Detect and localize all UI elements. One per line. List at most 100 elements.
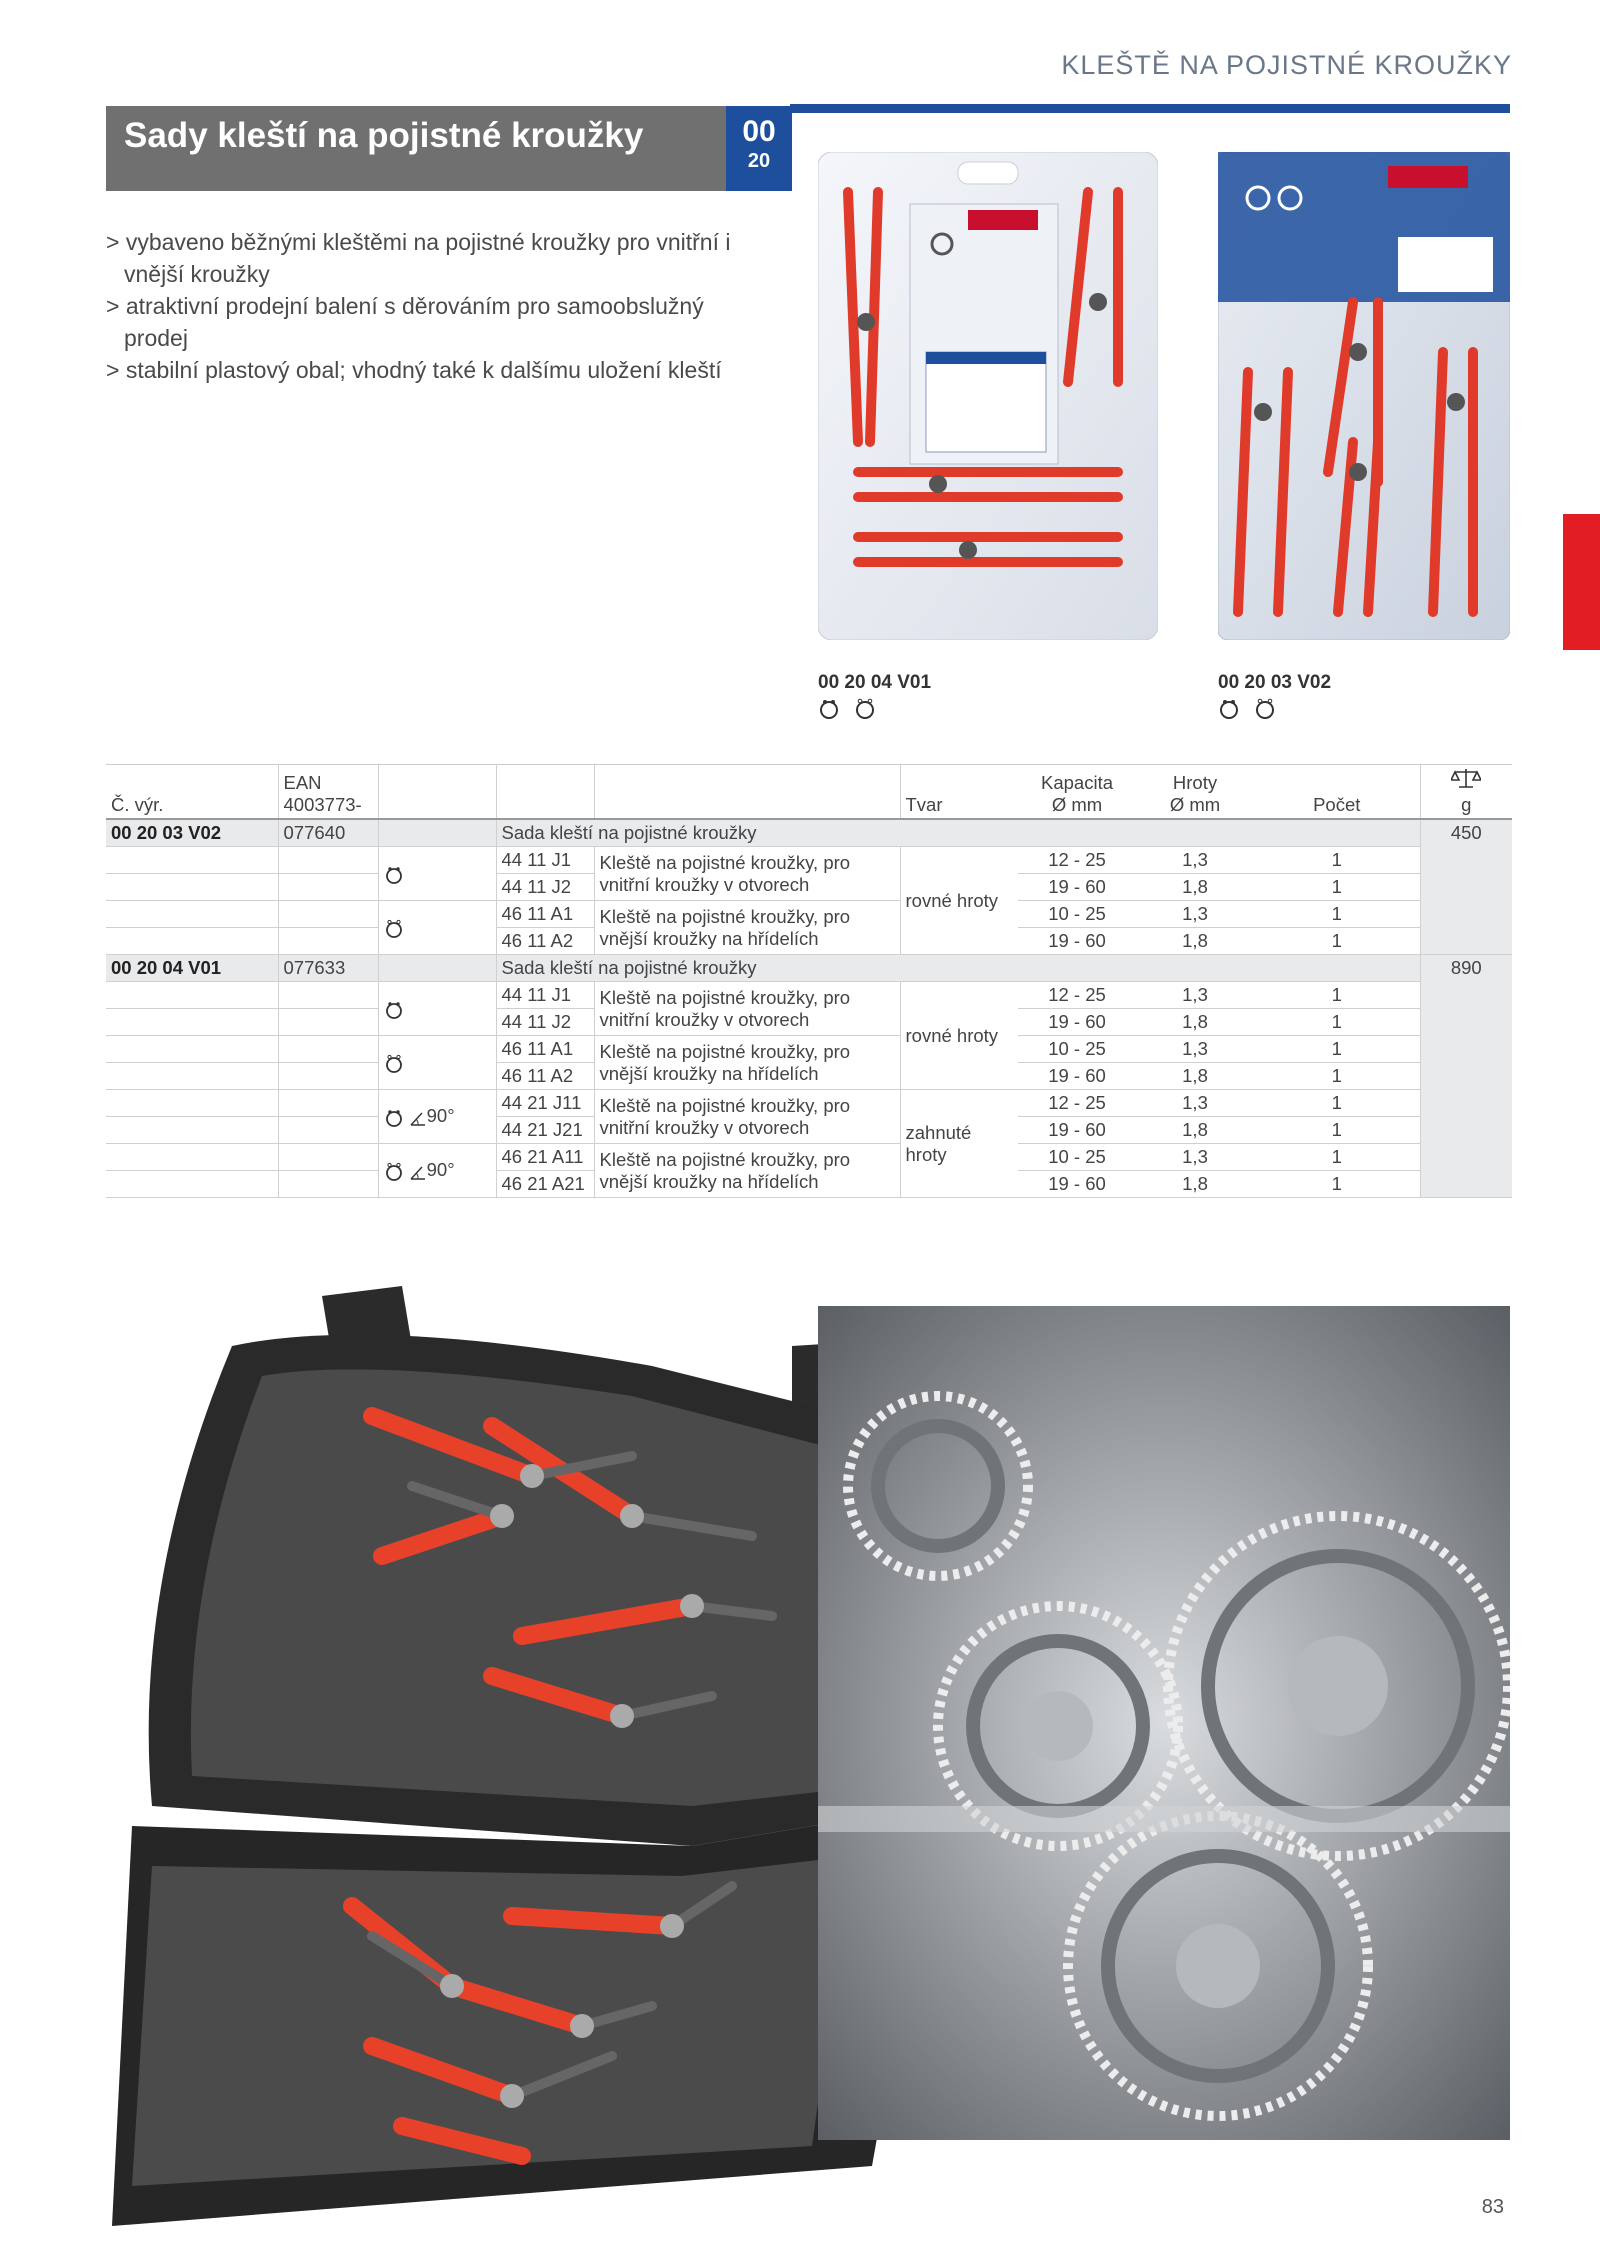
empty-cell [277, 1008, 378, 1036]
item-capacity: 19 - 60 [1018, 1170, 1136, 1198]
col-shape: Tvar [899, 764, 1018, 820]
empty-cell [277, 1035, 378, 1063]
item-capacity: 12 - 25 [1018, 1089, 1136, 1117]
empty-cell [106, 846, 278, 874]
empty-cell [106, 1143, 278, 1171]
blister-pack-v02-illustration [1218, 152, 1510, 640]
caption-v01: 00 20 04 V01 [818, 672, 932, 693]
product-photo-v01 [818, 152, 1158, 640]
external-ring-icon [856, 698, 874, 719]
item-art: 46 21 A21 [495, 1170, 594, 1198]
empty-cell [106, 1170, 278, 1198]
blister-pack-v01-illustration [818, 152, 1158, 640]
chapter-tab [1563, 514, 1600, 650]
section-title: KLEŠTĚ NA POJISTNÉ KROUŽKY [1061, 50, 1512, 80]
page-number: 83 [1481, 2196, 1504, 2218]
feature-item: atraktivní prodejní balení s děrováním p… [106, 290, 766, 354]
item-tip: 1,8 [1136, 1062, 1254, 1090]
item-art: 46 11 A2 [495, 1062, 594, 1090]
item-art: 44 21 J21 [495, 1116, 594, 1144]
page-title: Sady kleští na pojistné kroužky [124, 116, 644, 155]
empty-cell [106, 1062, 278, 1090]
item-capacity: 12 - 25 [1018, 846, 1136, 874]
set-icon-cell [377, 819, 496, 847]
ring-type-cell [377, 900, 496, 955]
bend-angle: 90° [426, 1105, 455, 1127]
item-tip: 1,3 [1136, 1143, 1254, 1171]
item-capacity: 19 - 60 [1018, 1008, 1136, 1036]
empty-cell [106, 900, 278, 928]
col-tip-2: Ø mm [1169, 794, 1221, 815]
empty-cell [277, 1116, 378, 1144]
col-icon [377, 764, 496, 820]
ring-icons-v02 [1218, 698, 1276, 720]
item-qty: 1 [1254, 1035, 1420, 1063]
empty-cell [277, 1170, 378, 1198]
item-qty: 1 [1254, 846, 1420, 874]
gearbox-illustration [818, 1306, 1510, 2140]
item-capacity: 10 - 25 [1018, 1143, 1136, 1171]
col-capacity-2: Ø mm [1051, 794, 1103, 815]
ring-type-cell [377, 981, 496, 1036]
col-item-art [495, 764, 594, 820]
empty-cell [106, 981, 278, 1009]
item-capacity: 12 - 25 [1018, 981, 1136, 1009]
col-qty: Počet [1254, 764, 1420, 820]
bent-angle-icon [410, 1112, 425, 1126]
set-name: Sada kleští na pojistné kroužky [495, 954, 1420, 982]
set-code: 00 20 04 V01 [106, 954, 278, 982]
col-ean-2: 4003773- [283, 794, 362, 815]
col-desc [593, 764, 900, 820]
item-qty: 1 [1254, 900, 1420, 928]
internal-ring-icon [385, 866, 402, 884]
col-tip-1: Hroty [1172, 772, 1218, 793]
ring-type-cell [377, 846, 496, 901]
item-qty: 1 [1254, 1089, 1420, 1117]
col-capacity-1: Kapacita [1041, 772, 1113, 793]
item-art: 46 11 A2 [495, 927, 594, 955]
item-capacity: 19 - 60 [1018, 1062, 1136, 1090]
item-art: 44 11 J2 [495, 1008, 594, 1036]
tool-case-illustration [112, 1286, 898, 2226]
empty-cell [277, 981, 378, 1009]
item-description: Kleště na pojistné kroužky, pro vnější k… [593, 1035, 900, 1090]
item-tip: 1,3 [1136, 981, 1254, 1009]
empty-cell [277, 900, 378, 928]
empty-cell [106, 927, 278, 955]
scale-icon [1449, 769, 1483, 788]
item-qty: 1 [1254, 1008, 1420, 1036]
item-shape: rovné hroty [899, 846, 1018, 955]
item-description: Kleště na pojistné kroužky, pro vnitřní … [593, 981, 900, 1036]
ring-type-cell: 90° [377, 1143, 496, 1198]
caption-v02: 00 20 03 V02 [1218, 672, 1332, 693]
feature-item: stabilní plastový obal; vhodný také k da… [106, 354, 766, 386]
item-description: Kleště na pojistné kroužky, pro vnější k… [593, 1143, 900, 1198]
bent-angle-icon [410, 1166, 425, 1180]
set-name: Sada kleští na pojistné kroužky [495, 819, 1420, 847]
item-tip: 1,3 [1136, 846, 1254, 874]
item-art: 46 11 A1 [495, 900, 594, 928]
item-tip: 1,8 [1136, 927, 1254, 955]
code-sub: 20 [747, 150, 771, 172]
set-weight: 890 [1419, 954, 1512, 1198]
set-ean: 077633 [277, 954, 378, 982]
item-tip: 1,8 [1136, 1008, 1254, 1036]
empty-cell [106, 873, 278, 901]
item-capacity: 10 - 25 [1018, 1035, 1136, 1063]
item-art: 44 11 J1 [495, 846, 594, 874]
product-code-badge: 00 20 [726, 106, 792, 191]
item-description: Kleště na pojistné kroužky, pro vnitřní … [593, 1089, 900, 1144]
item-capacity: 19 - 60 [1018, 1116, 1136, 1144]
internal-ring-icon [385, 1109, 402, 1127]
external-ring-icon [1256, 698, 1274, 719]
